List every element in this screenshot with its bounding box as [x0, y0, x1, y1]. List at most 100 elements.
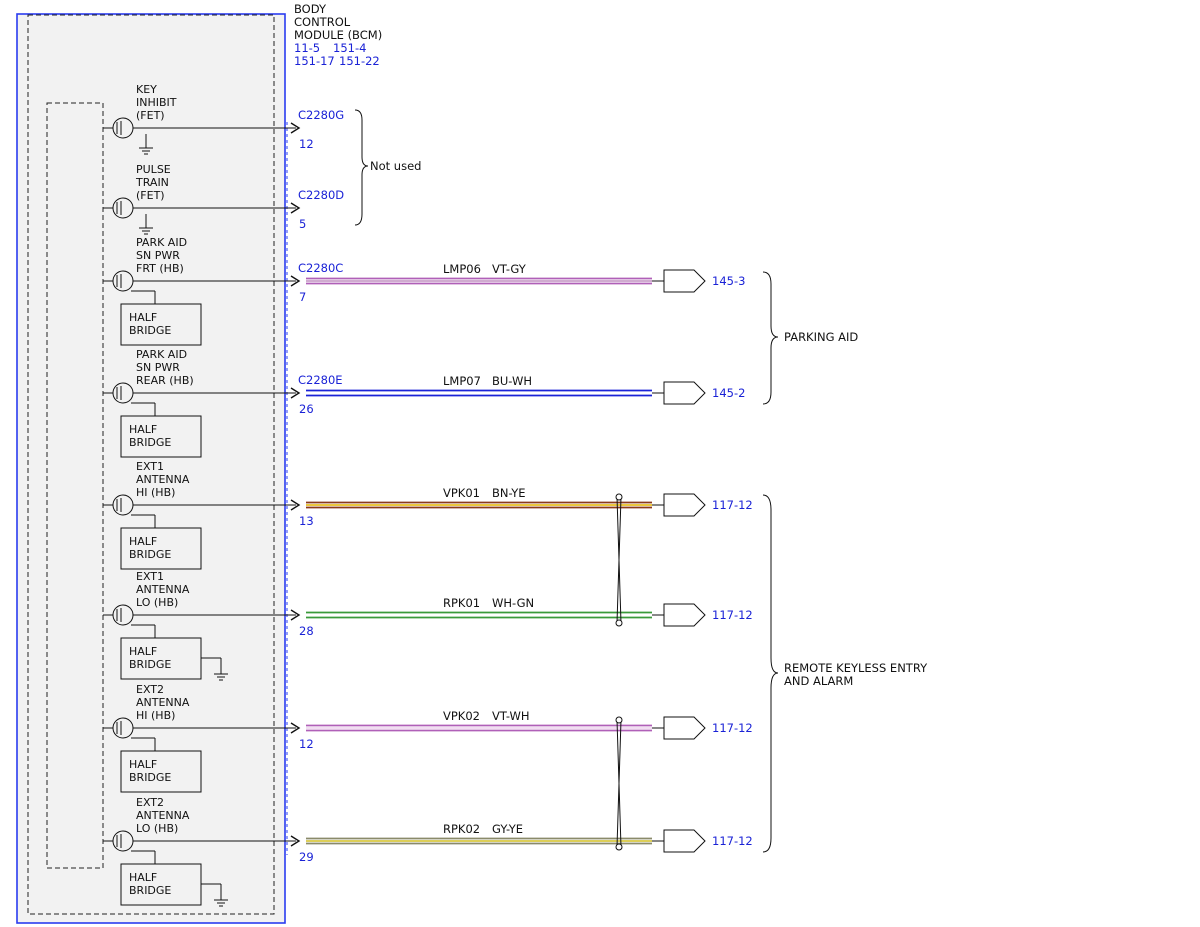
not-used-brace: [354, 109, 369, 226]
circuit-5-half-bridge-box: [120, 527, 202, 570]
remote-keyless-label-line-2: AND ALARM: [784, 674, 853, 688]
circuit-6-destination-ref[interactable]: 117-12: [712, 608, 753, 622]
circuit-6-label-line-1: EXT1: [136, 570, 164, 583]
circuit-4-pin-number: 26: [299, 402, 314, 416]
circuit-5-label-line-3: HI (HB): [136, 486, 175, 499]
circuit-2-connector-name[interactable]: C2280D: [298, 188, 344, 202]
circuit-4-wire-id: LMP07: [443, 374, 481, 388]
circuit-3-destination-ref[interactable]: 145-3: [712, 274, 745, 288]
bcm-driver-dashed-box: [46, 102, 104, 869]
twisted-pair-1: [615, 493, 623, 627]
circuit-6-wire-id: RPK01: [443, 596, 480, 610]
module-page-ref-1[interactable]: 11-5: [294, 41, 320, 55]
circuit-5-connector-arrow-icon: [290, 499, 301, 511]
circuit-8-wire-color: GY-YE: [492, 822, 523, 836]
circuit-2-pin-number: 5: [299, 217, 306, 231]
circuit-5-wire-id: VPK01: [443, 486, 480, 500]
circuit-7-destination-connector-icon[interactable]: [663, 716, 706, 740]
circuit-7-pin-number: 12: [299, 737, 314, 751]
circuit-1-connector-arrow-icon: [290, 122, 301, 134]
not-used-label: Not used: [370, 159, 421, 173]
circuit-7-half-bridge-label-1: HALF: [129, 758, 157, 771]
circuit-7-wire-id: VPK02: [443, 709, 480, 723]
circuit-6-pin-number: 28: [299, 624, 314, 638]
circuit-3-label-line-1: PARK AID: [136, 236, 187, 249]
circuit-7-label-line-3: HI (HB): [136, 709, 175, 722]
twisted-pair-2: [615, 716, 623, 851]
module-page-ref-4[interactable]: 151-22: [339, 54, 380, 68]
circuit-4-destination-connector-icon[interactable]: [663, 381, 706, 405]
circuit-7-destination-ref[interactable]: 117-12: [712, 721, 753, 735]
circuit-4-label-line-1: PARK AID: [136, 348, 187, 361]
circuit-5-label-line-1: EXT1: [136, 460, 164, 473]
circuit-2-label-line-1: PULSE: [136, 163, 171, 176]
circuit-4-wire-color: BU-WH: [492, 374, 532, 388]
circuit-4-connector-name[interactable]: C2280E: [298, 373, 343, 387]
circuit-7-half-bridge-label-2: BRIDGE: [129, 771, 171, 784]
circuit-3-label-line-3: FRT (HB): [136, 262, 184, 275]
circuit-8-destination-ref[interactable]: 117-12: [712, 834, 753, 848]
circuit-4-connector-arrow-icon: [290, 387, 301, 399]
circuit-3-destination-connector-icon[interactable]: [663, 269, 706, 293]
circuit-3-half-bridge-label-2: BRIDGE: [129, 324, 171, 337]
remote-keyless-brace: [762, 494, 779, 853]
circuit-8-half-bridge-label-1: HALF: [129, 871, 157, 884]
circuit-5-half-bridge-label-1: HALF: [129, 535, 157, 548]
circuit-8-half-bridge-label-2: BRIDGE: [129, 884, 171, 897]
circuit-1-connector-name[interactable]: C2280G: [298, 108, 344, 122]
circuit-7-half-bridge-box: [120, 750, 202, 793]
circuit-4-label-line-2: SN PWR: [136, 361, 180, 374]
circuit-3-half-bridge-box: [120, 303, 202, 346]
circuit-3-label-line-2: SN PWR: [136, 249, 180, 262]
parking-aid-brace: [762, 271, 779, 405]
circuit-6-label-line-3: LO (HB): [136, 596, 178, 609]
circuit-2-label-line-2: TRAIN: [135, 176, 169, 189]
circuit-3-wire-color: VT-GY: [492, 262, 527, 276]
circuit-2-connector-arrow-icon: [290, 202, 301, 214]
module-page-ref-2[interactable]: 151-4: [333, 41, 366, 55]
module-title-line-2: CONTROL: [294, 15, 351, 29]
circuit-8-pin-number: 29: [299, 850, 314, 864]
module-title-line-3: MODULE (BCM): [294, 28, 382, 42]
circuit-3-connector-name[interactable]: C2280C: [298, 261, 343, 275]
circuit-5-destination-connector-icon[interactable]: [663, 493, 706, 517]
circuit-6-destination-connector-icon[interactable]: [663, 603, 706, 627]
circuit-4-half-bridge-label-2: BRIDGE: [129, 436, 171, 449]
circuit-4-half-bridge-box: [120, 415, 202, 458]
circuit-8-label-line-2: ANTENNA: [136, 809, 190, 822]
bcm-module-outline: [16, 13, 286, 924]
circuit-5-label-line-2: ANTENNA: [136, 473, 190, 486]
circuit-1-label-line-1: KEY: [136, 83, 157, 96]
parking-aid-label: PARKING AID: [784, 330, 858, 344]
circuit-8-destination-connector-icon[interactable]: [663, 829, 706, 853]
circuit-1-pin-number: 12: [299, 137, 314, 151]
circuits-layer: KEYINHIBIT(FET)C2280G12PULSETRAIN(FET)C2…: [103, 83, 753, 907]
bcm-inner-dashed-box: [27, 14, 275, 915]
circuit-5-destination-ref[interactable]: 117-12: [712, 498, 753, 512]
circuit-4-half-bridge-label-1: HALF: [129, 423, 157, 436]
circuit-3-half-bridge-label-1: HALF: [129, 311, 157, 324]
module-page-ref-3[interactable]: 151-17: [294, 54, 335, 68]
circuit-4-destination-ref[interactable]: 145-2: [712, 386, 745, 400]
circuit-6-connector-arrow-icon: [290, 609, 301, 621]
circuit-8-connector-arrow-icon: [290, 835, 301, 847]
circuit-6-wire-color: WH-GN: [492, 596, 534, 610]
circuit-7-label-line-1: EXT2: [136, 683, 164, 696]
circuit-6-half-bridge-label-2: BRIDGE: [129, 658, 171, 671]
circuit-6-half-bridge-label-1: HALF: [129, 645, 157, 658]
circuit-1-label-line-3: (FET): [136, 109, 165, 122]
circuit-5-wire-color: BN-YE: [492, 486, 526, 500]
circuit-3-pin-number: 7: [299, 290, 306, 304]
circuit-5-pin-number: 13: [299, 514, 314, 528]
circuit-4-label-line-3: REAR (HB): [136, 374, 194, 387]
circuit-8-label-line-3: LO (HB): [136, 822, 178, 835]
circuit-7-wire-color: VT-WH: [492, 709, 530, 723]
circuit-5-half-bridge-label-2: BRIDGE: [129, 548, 171, 561]
circuit-3-connector-arrow-icon: [290, 275, 301, 287]
circuit-7-connector-arrow-icon: [290, 722, 301, 734]
circuit-3-wire-id: LMP06: [443, 262, 481, 276]
circuit-2-label-line-3: (FET): [136, 189, 165, 202]
circuit-1-label-line-2: INHIBIT: [136, 96, 177, 109]
circuit-8-label-line-1: EXT2: [136, 796, 164, 809]
